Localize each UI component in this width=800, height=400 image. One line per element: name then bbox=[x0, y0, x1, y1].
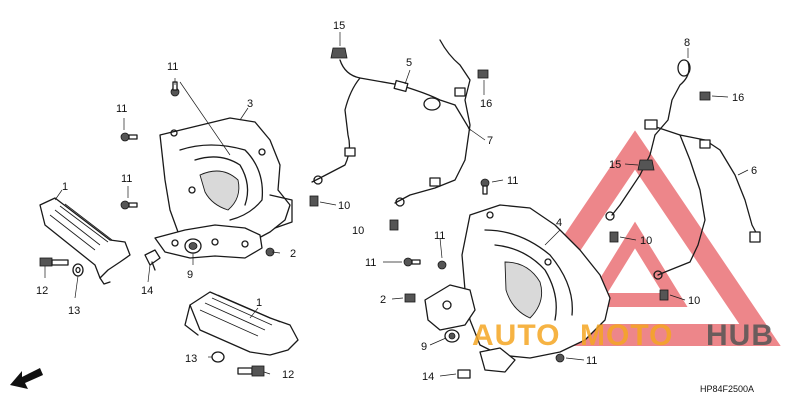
clip-15-middle bbox=[330, 47, 348, 59]
bolt-12-lower bbox=[237, 365, 265, 377]
callout-16-middle: 16 bbox=[480, 98, 492, 110]
callout-1-lower: 1 bbox=[256, 297, 262, 309]
callout-16-right: 16 bbox=[732, 92, 744, 104]
callout-13-lower: 13 bbox=[185, 353, 197, 365]
washer-13-upper bbox=[72, 263, 84, 277]
left-cover-part-3 bbox=[154, 117, 293, 259]
callout-11-e: 11 bbox=[434, 230, 445, 242]
callout-15-right: 15 bbox=[609, 159, 621, 171]
bolt-16-middle bbox=[477, 69, 489, 79]
callout-3: 3 bbox=[247, 98, 253, 110]
callout-12-lower: 12 bbox=[282, 369, 294, 381]
bolt-10-right bbox=[609, 231, 669, 301]
callout-labels: 1 1 2 2 3 4 5 6 7 8 9 9 10 10 10 10 11 1… bbox=[36, 20, 757, 383]
bolt-2-right bbox=[404, 293, 416, 303]
clip-15-right bbox=[637, 159, 655, 171]
callout-10-c: 10 bbox=[640, 235, 652, 247]
bolts-11-right bbox=[403, 178, 565, 363]
callout-11-c: 11 bbox=[121, 173, 132, 185]
bolt-10-middle bbox=[309, 195, 399, 231]
callout-11-a: 11 bbox=[167, 61, 178, 73]
callout-9-right: 9 bbox=[421, 341, 427, 353]
wire-harness-6-8 bbox=[605, 59, 761, 280]
callout-6: 6 bbox=[751, 165, 757, 177]
direction-label: FR. bbox=[27, 367, 44, 382]
callout-15-middle: 15 bbox=[333, 20, 345, 32]
callout-2-right: 2 bbox=[380, 294, 386, 306]
wire-harness-5-7 bbox=[311, 39, 471, 207]
watermark-hub: HUB bbox=[706, 319, 774, 352]
callout-11-d: 11 bbox=[507, 175, 518, 187]
left-step-part-1-lower bbox=[184, 291, 299, 356]
callout-12-upper: 12 bbox=[36, 285, 48, 297]
bolt-16-right bbox=[699, 91, 711, 101]
callout-13-upper: 13 bbox=[68, 305, 80, 317]
screw-14-right bbox=[457, 369, 471, 379]
callout-8: 8 bbox=[684, 37, 690, 49]
screw-14-left bbox=[144, 249, 161, 271]
callout-11-f: 11 bbox=[365, 257, 376, 269]
callout-10-b: 10 bbox=[352, 225, 364, 237]
leaders-left bbox=[44, 78, 281, 375]
callout-10-a: 10 bbox=[338, 200, 350, 212]
leaders-right bbox=[319, 32, 749, 377]
grommet-9-right bbox=[444, 329, 460, 343]
bolt-12-upper bbox=[39, 257, 69, 267]
callout-11-b: 11 bbox=[116, 103, 127, 115]
watermark-moto: MOTO bbox=[580, 319, 673, 352]
callout-10-d: 10 bbox=[688, 295, 700, 307]
watermark-auto: AUTO bbox=[472, 319, 560, 352]
callout-14-right: 14 bbox=[422, 371, 434, 383]
washer-13-lower bbox=[211, 351, 225, 363]
callout-5: 5 bbox=[406, 57, 412, 69]
callout-2-left: 2 bbox=[290, 248, 296, 260]
callout-11-g: 11 bbox=[586, 355, 597, 367]
callout-1-upper: 1 bbox=[62, 181, 68, 193]
front-direction-arrow: FR. bbox=[10, 367, 44, 389]
grommet-9-left bbox=[184, 238, 202, 254]
callout-4: 4 bbox=[556, 217, 562, 229]
watermark-text: AUTO MOTO HUB bbox=[472, 319, 774, 352]
left-step-part-1-upper bbox=[39, 197, 131, 285]
callout-9-left: 9 bbox=[187, 269, 193, 281]
diagram-code: HP84F2500A bbox=[700, 384, 754, 394]
right-cover-part-4 bbox=[424, 204, 611, 373]
callout-7: 7 bbox=[487, 135, 493, 147]
callout-14-left: 14 bbox=[141, 285, 153, 297]
